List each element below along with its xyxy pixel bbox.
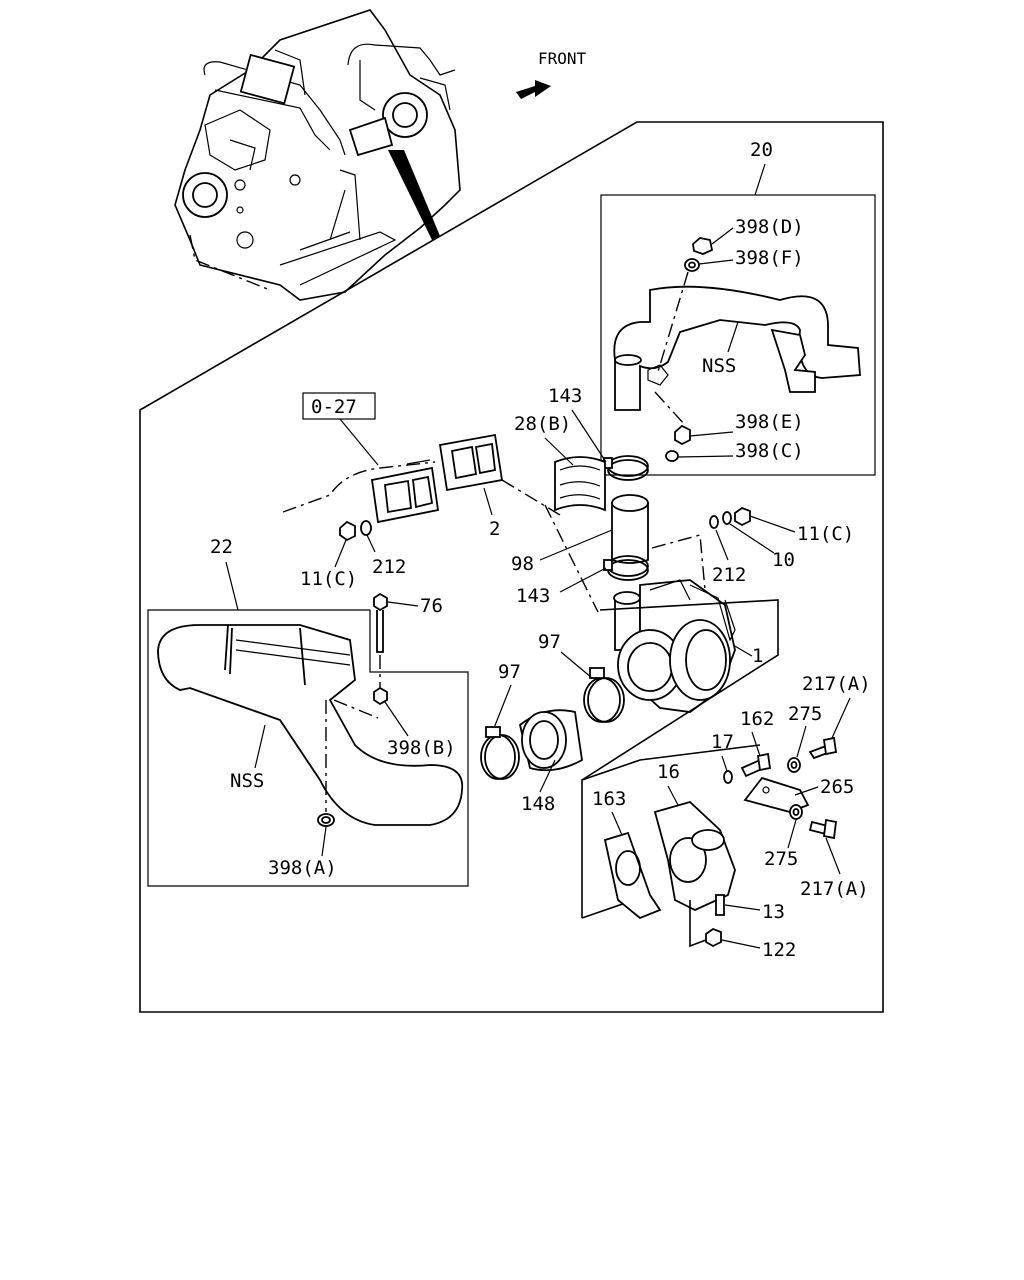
engine-overview-illustration bbox=[174, 9, 461, 301]
washer-275-bottom bbox=[789, 804, 803, 820]
label-143-bottom: 143 bbox=[516, 585, 550, 607]
ref-box-0-27 bbox=[302, 392, 376, 420]
label-13: 13 bbox=[762, 901, 785, 923]
nut-11c-right bbox=[734, 506, 751, 527]
washer-398c bbox=[665, 450, 679, 462]
washer-275-top bbox=[787, 757, 801, 773]
label-398e: 398(E) bbox=[735, 411, 804, 433]
clamp-97-left bbox=[480, 734, 516, 780]
nut-11c-left bbox=[339, 520, 356, 542]
label-212-left: 212 bbox=[372, 556, 406, 578]
nut-122 bbox=[705, 927, 722, 948]
label-122: 122 bbox=[762, 939, 796, 961]
label-28b: 28(B) bbox=[514, 413, 571, 435]
elbow-16 bbox=[653, 800, 736, 911]
label-nss-lower: NSS bbox=[230, 770, 264, 792]
label-76: 76 bbox=[420, 595, 443, 617]
label-148: 148 bbox=[521, 793, 555, 815]
label-17: 17 bbox=[711, 731, 734, 753]
turbo-flange-fasteners: 11(C) 10 212 bbox=[651, 506, 854, 612]
main-frame bbox=[139, 121, 884, 1013]
intake-pipe-nss bbox=[157, 624, 464, 826]
bolt-76 bbox=[373, 592, 388, 612]
label-22: 22 bbox=[210, 536, 233, 558]
box-22-lower-intake-pipe: 22 NSS 76 398(B) 398(A) bbox=[147, 536, 469, 887]
label-97-left: 97 bbox=[498, 661, 521, 683]
upper-pipe-nss bbox=[613, 285, 861, 411]
intake-hose-and-clamps: 97 148 97 bbox=[480, 631, 625, 815]
exhaust-manifold-gaskets: 0-27 2 11(C) 212 bbox=[282, 392, 561, 590]
label-98: 98 bbox=[511, 553, 534, 575]
washer-398f bbox=[684, 258, 700, 272]
label-11c-right: 11(C) bbox=[797, 523, 854, 545]
nut-398e bbox=[674, 424, 691, 446]
nut-398b bbox=[373, 686, 388, 706]
turbine-outlet-elbow-group: 163 16 17 162 275 217(A) 265 275 bbox=[581, 673, 871, 961]
center-hose-clamps: 143 28(B) 98 143 bbox=[511, 385, 649, 613]
label-217a-bottom: 217(A) bbox=[800, 878, 869, 900]
label-217a-top: 217(A) bbox=[802, 673, 871, 695]
washer-10 bbox=[722, 511, 732, 525]
clamp-143-top bbox=[607, 455, 649, 477]
label-16: 16 bbox=[657, 761, 680, 783]
label-162: 162 bbox=[740, 708, 774, 730]
nut-398a bbox=[317, 813, 335, 827]
front-label: FRONT bbox=[538, 49, 587, 68]
upper-pipe-bracket bbox=[770, 328, 816, 393]
heat-shield-28b bbox=[554, 456, 606, 512]
label-143-top: 143 bbox=[548, 385, 582, 407]
stud-13 bbox=[715, 894, 725, 916]
label-398a: 398(A) bbox=[268, 857, 337, 879]
label-97-right: 97 bbox=[538, 631, 561, 653]
turbocharger-1: 1 bbox=[581, 579, 779, 781]
label-398f: 398(F) bbox=[735, 247, 804, 269]
label-398b: 398(B) bbox=[387, 737, 456, 759]
washer-212-right bbox=[709, 515, 719, 529]
box-20-upper-pipe-assembly: 20 398(D) 398(F) NSS 398(E) 398(C) bbox=[600, 139, 876, 476]
label-10: 10 bbox=[772, 549, 795, 571]
front-direction-indicator: FRONT bbox=[516, 49, 587, 99]
label-2: 2 bbox=[489, 518, 500, 540]
label-212-right: 212 bbox=[712, 564, 746, 586]
gasket-163 bbox=[603, 831, 662, 920]
bracket-265 bbox=[743, 776, 810, 813]
sleeve-98 bbox=[611, 502, 649, 564]
washer-212-left bbox=[360, 520, 372, 536]
label-20: 20 bbox=[750, 139, 773, 161]
label-275-top: 275 bbox=[788, 703, 822, 725]
washer-17 bbox=[723, 770, 733, 784]
label-275-bottom: 275 bbox=[764, 848, 798, 870]
label-398c: 398(C) bbox=[735, 440, 804, 462]
label-nss-upper: NSS bbox=[702, 355, 736, 377]
front-arrow-icon bbox=[516, 80, 551, 99]
engine-turbo-sketch bbox=[382, 92, 428, 138]
label-1: 1 bbox=[752, 645, 763, 667]
label-265: 265 bbox=[820, 776, 854, 798]
nut-398d bbox=[692, 237, 714, 255]
label-398d: 398(D) bbox=[735, 216, 804, 238]
clamp-97-right bbox=[583, 677, 621, 723]
label-163: 163 bbox=[592, 788, 626, 810]
label-11c-left: 11(C) bbox=[300, 568, 357, 590]
label-0-27: 0-27 bbox=[311, 396, 357, 418]
engine-intake-box bbox=[239, 53, 296, 105]
